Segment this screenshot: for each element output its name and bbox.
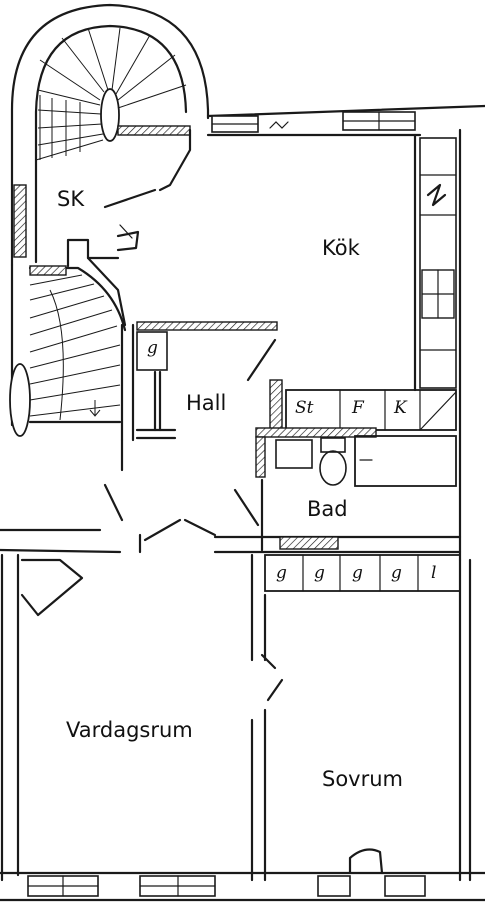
wardrobe-label: g [352,563,363,583]
room-label-sk: SK [57,187,85,211]
wardrobe-label: g [314,563,325,583]
lower-staircase [9,224,140,437]
middle-wall [0,528,462,554]
room-label-vardagsrum: Vardagsrum [66,718,193,742]
room-label-kok: Kök [322,236,360,260]
hall-wardrobe-label: g [147,338,158,358]
room-label-bad: Bad [307,497,348,521]
upper-staircase [10,3,210,267]
room-label-hall: Hall [186,391,227,415]
kitchen-right-wall [413,128,462,562]
hall-walls [103,321,278,542]
top-wall [206,104,485,137]
wardrobe-label: l [431,563,437,583]
room-label-sovrum: Sovrum [322,767,404,791]
k-unit-label: K [394,398,407,418]
lower-walls [0,553,472,882]
bathroom [255,427,457,552]
wardrobe-label: g [391,563,402,583]
stove-label: St [295,398,314,418]
wardrobe-label: g [276,563,287,583]
bottom-wall [0,848,485,902]
fridge-label: F [352,398,364,418]
